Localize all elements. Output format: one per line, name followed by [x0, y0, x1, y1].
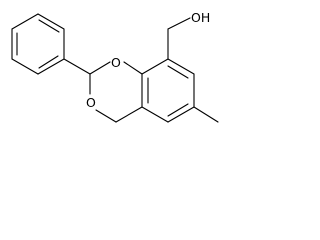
bond — [167, 106, 195, 123]
bond — [63, 58, 91, 75]
atom-hydroxyl: OH — [191, 10, 210, 25]
bond — [167, 17, 191, 30]
bond — [37, 13, 65, 30]
bond — [37, 58, 65, 75]
structure-diagram: O O OH — [11, 10, 219, 123]
bond — [141, 106, 169, 123]
double-bond-inner — [38, 19, 60, 33]
phenyl-ring — [11, 13, 65, 75]
double-bond-inner — [38, 55, 59, 69]
atom-oxygen-lower: O — [86, 95, 96, 110]
bond — [11, 58, 39, 75]
double-bond-inner — [167, 65, 189, 79]
double-bond-inner — [167, 103, 189, 117]
bond — [167, 58, 195, 75]
bond — [89, 61, 111, 75]
bond — [123, 61, 143, 75]
atom-oxygen-upper: O — [111, 55, 121, 70]
molecule-drawing: O O OH — [11, 10, 219, 123]
dioxane-ring — [89, 61, 143, 123]
bond — [95, 109, 117, 123]
bond — [141, 58, 169, 75]
bond — [115, 106, 143, 123]
methyl-bond — [193, 106, 219, 123]
benzo-ring — [141, 58, 195, 123]
bond — [11, 13, 39, 30]
